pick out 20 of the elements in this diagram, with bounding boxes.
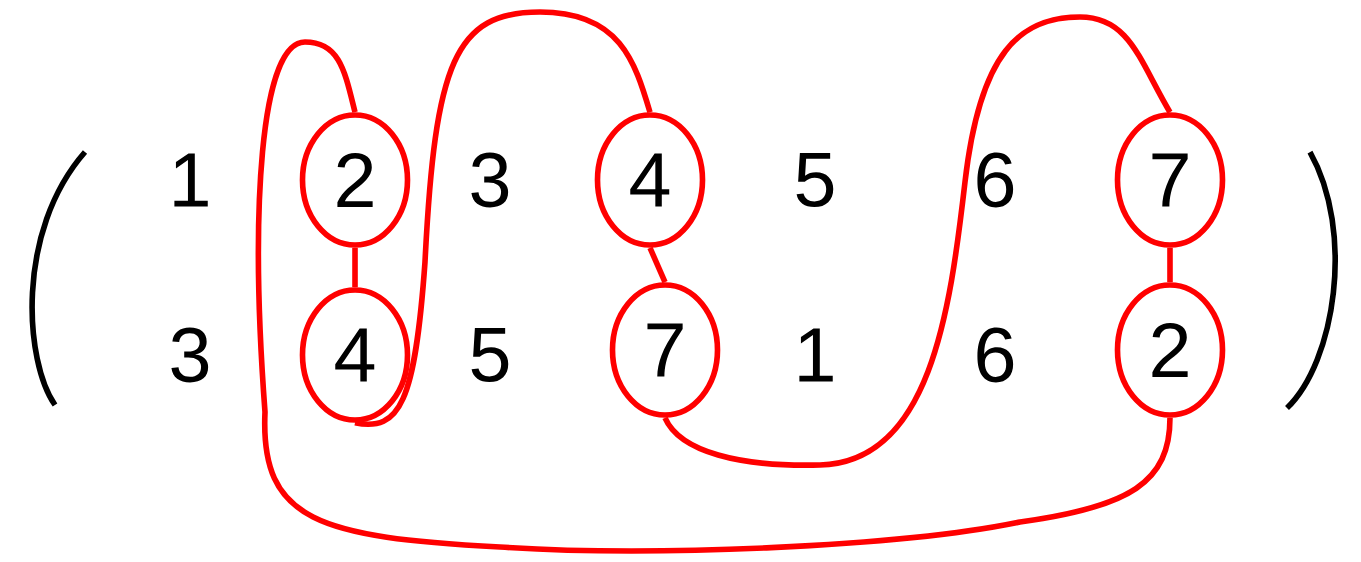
circled-number: 2 <box>1114 282 1226 418</box>
number: 5 <box>796 153 834 207</box>
circled-number: 2 <box>299 112 411 248</box>
number: 5 <box>471 328 509 382</box>
circled-number: 4 <box>299 287 411 423</box>
connector-line <box>1167 247 1173 283</box>
connector-line <box>647 246 668 284</box>
number: 3 <box>171 327 209 383</box>
connector-line <box>662 14 1173 468</box>
connector-line <box>255 39 1173 554</box>
circled-number: 7 <box>1114 112 1226 248</box>
number: 1 <box>799 328 833 382</box>
connector-line <box>352 247 358 288</box>
number: 6 <box>977 152 1014 208</box>
circled-number: 4 <box>594 112 706 248</box>
number: 6 <box>977 327 1014 383</box>
connector-line <box>354 9 653 427</box>
circled-number: 7 <box>609 282 721 418</box>
number: 1 <box>174 153 208 207</box>
number: 3 <box>471 152 509 208</box>
